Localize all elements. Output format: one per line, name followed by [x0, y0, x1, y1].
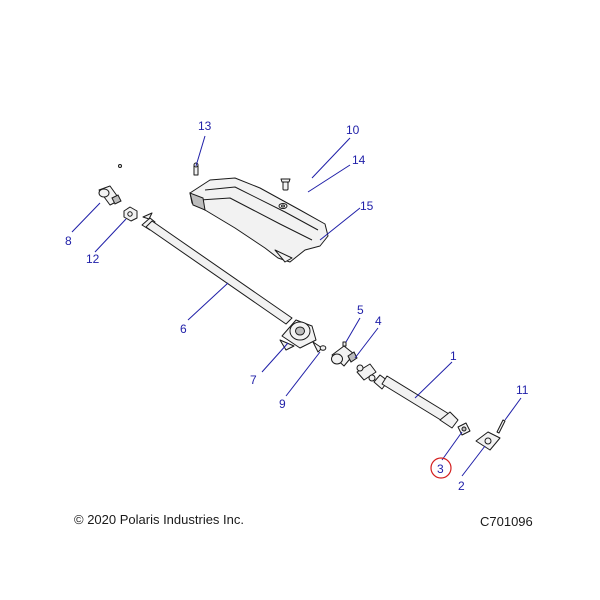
callout-14[interactable]: 14	[352, 153, 366, 167]
rear-prop-shaft-part-1	[373, 374, 459, 429]
leader-3	[441, 431, 463, 461]
figure-code: C701096	[480, 514, 533, 529]
roll-pin-part-11	[496, 419, 506, 434]
leader-10	[311, 137, 351, 179]
pin-part-5	[342, 341, 347, 347]
callout-15[interactable]: 15	[360, 199, 374, 213]
leader-15	[319, 207, 361, 241]
coupler-part-8	[98, 164, 122, 206]
bolt-part-10	[280, 178, 291, 191]
callout-numbers: 1 2 3 4 5 6 7 8 9 10 11 12 13 14 15	[65, 119, 529, 493]
leader-5	[345, 317, 361, 343]
callout-6[interactable]: 6	[180, 322, 187, 336]
callout-5[interactable]: 5	[357, 303, 364, 317]
leader-6	[187, 282, 229, 321]
bearing-cup-part-3	[457, 422, 471, 436]
nut-part-12	[123, 206, 138, 222]
snap-ring-part-9	[319, 345, 327, 351]
leader-12	[94, 218, 127, 253]
leader-11	[504, 397, 522, 421]
yoke-part-4	[331, 345, 358, 367]
callout-7[interactable]: 7	[250, 373, 257, 387]
leader-lines	[71, 135, 522, 477]
callout-8[interactable]: 8	[65, 234, 72, 248]
callout-12[interactable]: 12	[86, 252, 100, 266]
leader-2	[461, 445, 486, 477]
leader-8	[71, 202, 101, 233]
callout-11[interactable]: 11	[516, 383, 529, 397]
leader-7	[261, 342, 289, 373]
callout-3[interactable]: 3	[437, 462, 444, 476]
callout-9[interactable]: 9	[279, 397, 286, 411]
front-prop-shaft-part-6	[141, 212, 293, 325]
leader-9	[285, 351, 321, 397]
callout-4[interactable]: 4	[375, 314, 382, 328]
carrier-bearing-part-7	[279, 319, 323, 353]
washer-part-14	[278, 203, 288, 209]
heat-shield-part-15	[189, 177, 329, 263]
callout-10[interactable]: 10	[346, 123, 360, 137]
copyright-notice: © 2020 Polaris Industries Inc.	[74, 512, 244, 527]
flange-part-2	[475, 431, 501, 451]
callout-13[interactable]: 13	[198, 119, 212, 133]
callout-1[interactable]: 1	[450, 349, 457, 363]
leader-1	[414, 361, 453, 399]
callout-2[interactable]: 2	[458, 479, 465, 493]
leader-13	[195, 135, 206, 167]
leader-4	[354, 327, 379, 359]
u-joint-cross	[356, 363, 377, 382]
callout-3-highlight-ring	[430, 457, 452, 479]
leader-14	[307, 164, 351, 193]
